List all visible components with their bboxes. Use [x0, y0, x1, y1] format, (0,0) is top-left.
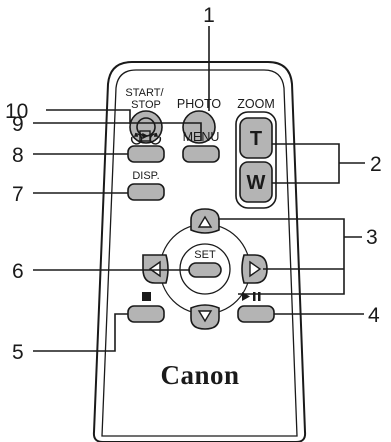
start-stop-label: START/ STOP [125, 87, 166, 111]
callout-9: 9 [12, 113, 24, 136]
callout-8: 8 [12, 144, 24, 167]
callout-6: 6 [12, 260, 24, 283]
disp-label: DISP. [132, 170, 159, 182]
callout-1: 1 [203, 4, 215, 27]
photo-button-group[interactable]: PHOTO [177, 97, 221, 144]
index-button[interactable] [127, 145, 165, 163]
leader-3 [218, 218, 362, 295]
index-mode-icon [130, 130, 162, 145]
right-arrow-icon [249, 260, 262, 278]
leader-9 [33, 122, 202, 141]
stop-icon [142, 292, 151, 301]
callout-numbers: 1 2 3 4 5 6 7 8 9 10 [5, 4, 382, 364]
start-stop-button[interactable] [129, 110, 163, 144]
photo-button[interactable] [182, 110, 216, 144]
disp-button-group[interactable]: DISP. [127, 170, 165, 201]
set-button[interactable] [188, 262, 222, 278]
start-stop-button-group[interactable]: START/ STOP [125, 87, 166, 144]
play-pause-button[interactable] [237, 305, 275, 323]
leader-10 [46, 109, 131, 124]
leader-5 [33, 313, 128, 352]
start-stop-label-line1: START/ [125, 87, 164, 99]
zoom-wide-letter: W [247, 172, 266, 194]
callout-3: 3 [366, 226, 378, 249]
set-label: SET [194, 249, 216, 261]
brand-logo: Canon [160, 360, 239, 390]
callout-leader-lines [33, 26, 365, 352]
stop-button[interactable] [127, 305, 165, 323]
disp-button[interactable] [127, 183, 165, 201]
remote-body-inner [101, 69, 298, 437]
zoom-wide-button[interactable] [239, 161, 273, 203]
start-stop-label-line2: STOP [131, 99, 161, 111]
left-arrow-icon [148, 260, 161, 278]
menu-button[interactable] [182, 145, 220, 163]
zoom-group[interactable]: ZOOM T W [235, 97, 277, 209]
zoom-tele-button[interactable] [239, 117, 273, 159]
callout-10: 10 [5, 100, 28, 123]
zoom-tele-letter: T [250, 128, 262, 150]
zoom-label: ZOOM [237, 97, 275, 111]
leader-2 [272, 143, 365, 184]
up-arrow-icon [197, 215, 213, 228]
directional-pad[interactable]: SET [142, 208, 268, 330]
callout-2: 2 [370, 153, 382, 176]
photo-label: PHOTO [177, 97, 221, 111]
down-arrow-icon [197, 310, 213, 323]
callout-5: 5 [12, 341, 24, 364]
callout-4: 4 [368, 304, 380, 327]
callout-7: 7 [12, 183, 24, 206]
